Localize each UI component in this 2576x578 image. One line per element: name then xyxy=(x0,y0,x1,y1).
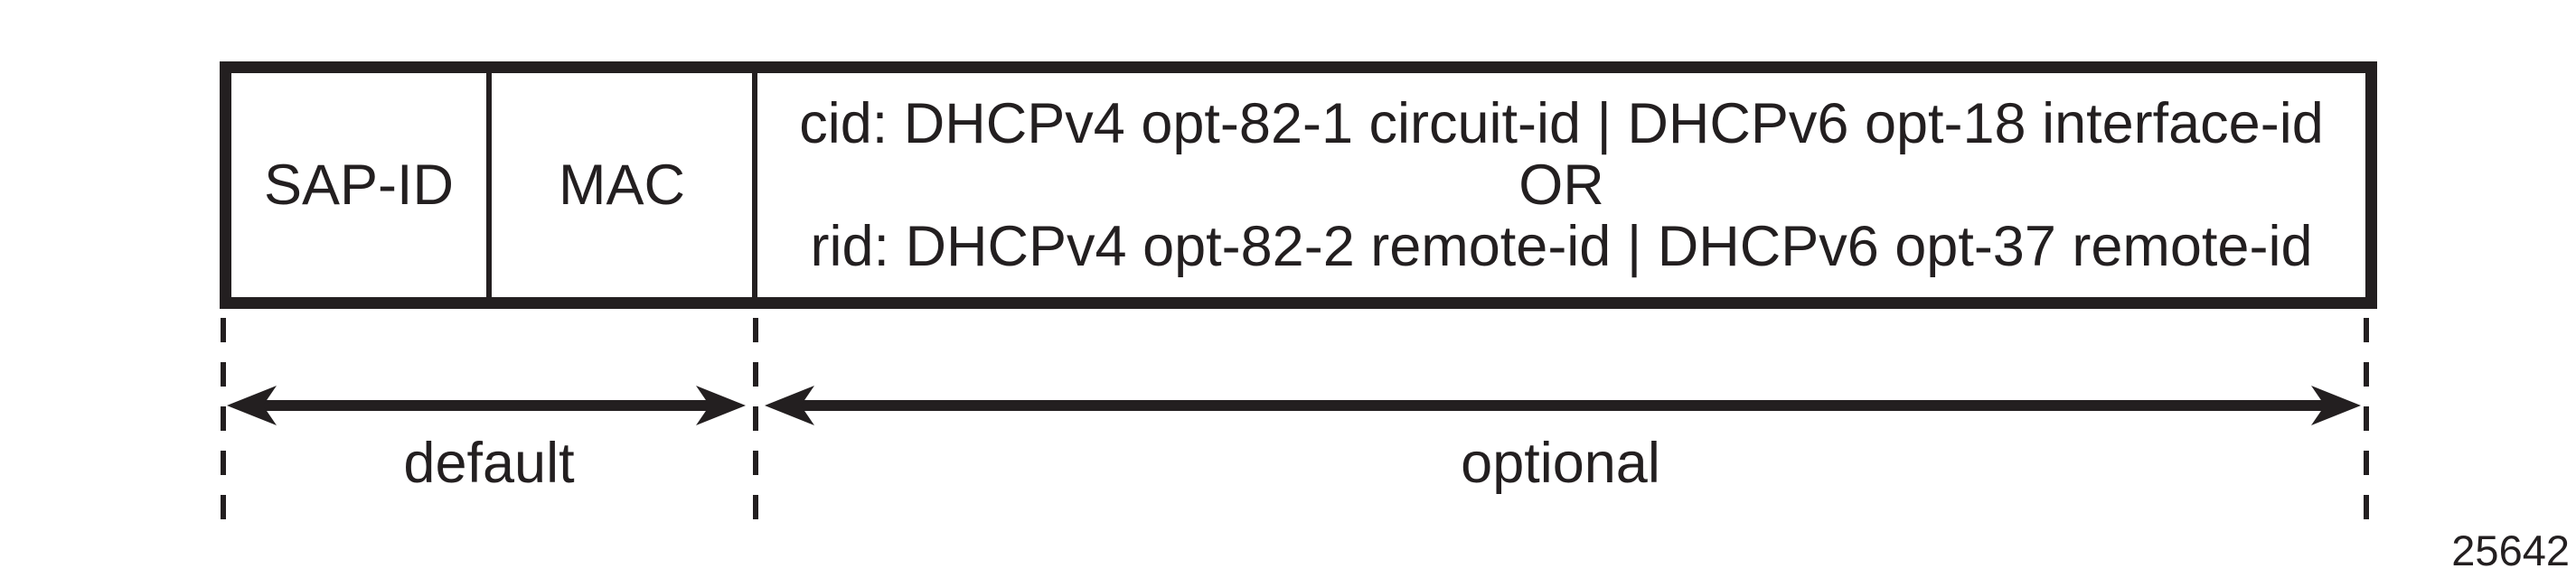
mac-label: MAC xyxy=(559,154,685,217)
figure-number: 25642 xyxy=(2451,527,2570,574)
default-span-arrow xyxy=(227,386,746,425)
field-cell-options: cid: DHCPv4 opt-82-1 circuit-id | DHCPv6… xyxy=(757,73,2365,297)
optional-span-label: optional xyxy=(1461,432,1660,495)
field-cell-sap-id: SAP-ID xyxy=(231,73,486,297)
cell-divider-mac-options xyxy=(752,73,757,297)
remote-id-line: rid: DHCPv4 opt-82-2 remote-id | DHCPv6 … xyxy=(810,215,2313,278)
default-span-label: default xyxy=(403,432,575,495)
cell-divider-sap-mac xyxy=(486,73,492,297)
circuit-id-line: cid: DHCPv4 opt-82-1 circuit-id | DHCPv6… xyxy=(799,92,2324,155)
or-separator-label: OR xyxy=(1518,154,1604,217)
optional-span-arrow xyxy=(765,386,2361,425)
header-structure-box: SAP-ID MAC cid: DHCPv4 opt-82-1 circuit-… xyxy=(220,61,2377,309)
field-cell-mac: MAC xyxy=(492,73,752,297)
sap-id-label: SAP-ID xyxy=(263,154,455,217)
